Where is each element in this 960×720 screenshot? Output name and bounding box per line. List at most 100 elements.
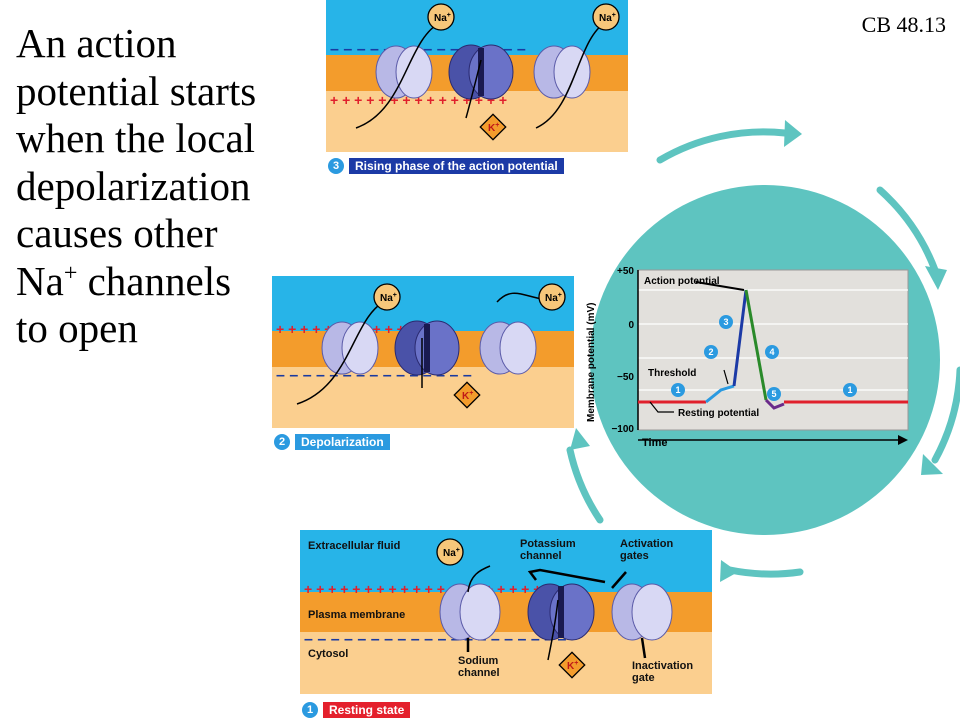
phase-marker-2-circle xyxy=(704,345,718,359)
activation-gates-label: Activation gates xyxy=(620,538,674,563)
rising-phase-number: 3 xyxy=(328,158,344,174)
depolarization-number: 2 xyxy=(274,434,290,450)
extracellular-fluid-label: Extracellular fluid xyxy=(308,540,401,552)
negative-charges-inside-3: – – – – – – – – – – – – – – – – – – – – xyxy=(304,631,567,648)
phase-marker-1: 1 xyxy=(675,385,680,395)
inactivation-gate-label: Inactivation gate xyxy=(632,660,694,685)
sodium-channel-label: Sodium channel xyxy=(458,655,500,680)
graph-xlabel: Time xyxy=(642,437,667,449)
trace-undershoot xyxy=(764,398,785,410)
k-flow-arrow xyxy=(465,59,482,119)
sodium-ion-label-left: Na+ xyxy=(434,12,451,24)
phase-marker-4-circle xyxy=(765,345,779,359)
rising-phase-label: Rising phase of the action potential xyxy=(349,158,564,174)
potassium-ion-label-3: K+ xyxy=(567,660,578,672)
trace-rising-phase xyxy=(732,289,748,387)
potassium-ion-label: K+ xyxy=(488,122,499,134)
cycle-arrow-left xyxy=(566,446,604,524)
trace-depolarization xyxy=(705,384,735,404)
sodium-channel-right-3 xyxy=(611,583,673,641)
action-potential-graph: +50 0 −50 −100 Membrane potential (mV) T… xyxy=(586,266,909,449)
label-action-potential: Action potential xyxy=(644,276,720,287)
slide-title: An action potential starts when the loca… xyxy=(16,20,316,353)
label-resting-potential: Resting potential xyxy=(678,408,759,419)
cycle-arrow-top xyxy=(656,128,789,164)
potassium-ion xyxy=(479,113,507,141)
sodium-ion-left-2 xyxy=(373,283,401,311)
k-flow-arrow-3 xyxy=(547,599,559,661)
inactivation-gate-pointer xyxy=(640,637,647,659)
na-symbol-3: Na xyxy=(380,293,393,304)
na-sup-3: + xyxy=(393,292,397,299)
na-symbol-4: Na xyxy=(545,293,558,304)
na-symbol-2: Na xyxy=(599,13,612,24)
plasma-membrane-label: Plasma membrane xyxy=(308,609,406,621)
tick-0: 0 xyxy=(628,320,634,331)
phase-marker-6-circle xyxy=(843,383,857,397)
k-symbol: K xyxy=(488,123,496,134)
title-line-2: potential starts xyxy=(16,67,257,114)
graph-ylabel: Membrane potential (mV) xyxy=(586,303,597,422)
rising-phase-panel: – – – – – – – – – – – – – – – + + + + + … xyxy=(326,0,628,152)
figure-reference: CB 48.13 xyxy=(861,12,946,37)
resting-state-caption: 1 Resting state xyxy=(302,702,411,718)
phase-marker-3-circle xyxy=(719,315,733,329)
potassium-ion-2 xyxy=(453,381,481,409)
title-na-superscript: + xyxy=(63,260,78,287)
extracellular-region-3 xyxy=(300,530,712,592)
depolarization-label: Depolarization xyxy=(295,434,390,450)
sodium-ion-label-left-2: Na+ xyxy=(380,292,397,304)
cytosol-region-2 xyxy=(272,367,574,428)
x-axis-arrowhead xyxy=(898,435,908,445)
title-line-3: when the local xyxy=(16,115,256,162)
sodium-channel-left-2 xyxy=(321,321,379,375)
cycle-arrow-right xyxy=(931,366,960,464)
cycle-arrowhead-bottom xyxy=(720,560,738,582)
phase-marker-3: 3 xyxy=(723,317,728,327)
resting-pointer xyxy=(649,401,674,413)
cycle-arrowhead-right xyxy=(921,454,943,475)
na-symbol-5: Na xyxy=(443,548,456,559)
k-symbol-3: K xyxy=(567,661,575,672)
sodium-channel-right xyxy=(533,45,591,99)
potassium-channel-label: Potassium channel xyxy=(520,538,576,563)
sodium-channel-left xyxy=(375,45,433,99)
na-sup-4: + xyxy=(558,292,562,299)
sodium-ion-right xyxy=(592,3,620,31)
na-flow-arrow-3 xyxy=(467,565,491,593)
title-line-1: An action xyxy=(16,20,177,66)
na-sup: + xyxy=(447,12,451,19)
sodium-channel-left-3 xyxy=(439,583,501,641)
depolarization-panel: + + + + + + + + + + + + + + + – – – – – … xyxy=(272,276,574,428)
resting-state-panel: + + + + + + + + + + + + + + + + + + + + … xyxy=(300,530,712,694)
phase-marker-5: 5 xyxy=(771,389,776,399)
na-sup-2: + xyxy=(612,12,616,19)
activation-gate-pointer xyxy=(527,568,606,584)
cycle-arrow-upper-right xyxy=(876,186,939,274)
k-sup: + xyxy=(495,122,499,129)
resting-state-label: Resting state xyxy=(323,702,411,718)
phase-marker-4: 4 xyxy=(769,347,774,357)
phase-marker-6: 1 xyxy=(847,385,852,395)
tick-plus50: +50 xyxy=(617,266,634,277)
tick-minus100: −100 xyxy=(611,424,634,435)
sodium-ion-label-3: Na+ xyxy=(443,547,460,559)
k-sup-3: + xyxy=(574,660,578,667)
depolarization-caption: 2 Depolarization xyxy=(274,434,390,450)
potassium-channel-center xyxy=(448,44,514,100)
tick-minus50: −50 xyxy=(617,372,634,383)
potassium-ion-label-2: K+ xyxy=(462,390,473,402)
cycle-arrowhead-upper-right xyxy=(925,266,947,290)
sodium-ion-3 xyxy=(436,538,464,566)
na-symbol: Na xyxy=(434,13,447,24)
na-flow-arrow-right xyxy=(535,21,607,129)
title-line-5: causes other xyxy=(16,210,218,257)
positive-charges-outside-3: + + + + + + + + + + + + + + + + + + + + xyxy=(304,581,541,597)
na-flow-arrow-left-2 xyxy=(296,299,388,405)
potassium-ion-3 xyxy=(558,651,586,679)
label-action: Action potential xyxy=(644,276,720,287)
phase-marker-1-circle xyxy=(671,383,685,397)
sodium-ion-right-2 xyxy=(538,283,566,311)
k-symbol-2: K xyxy=(462,391,470,402)
potassium-channel-center-3 xyxy=(527,583,595,641)
